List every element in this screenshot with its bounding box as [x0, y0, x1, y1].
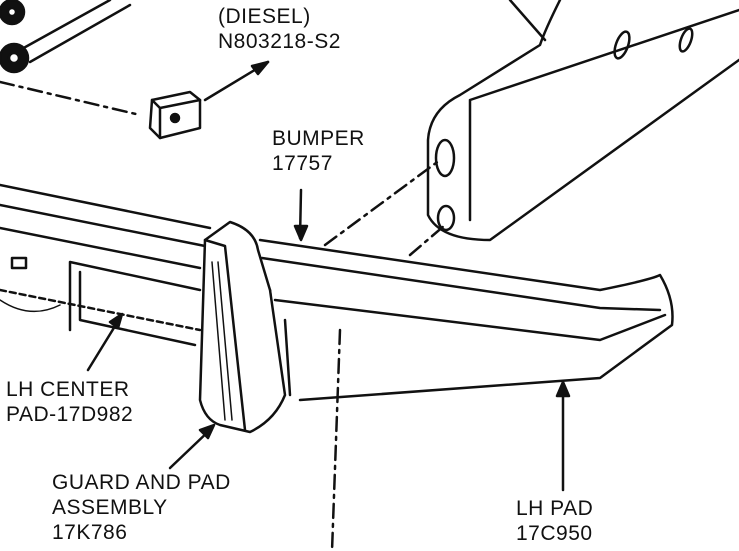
part-number: PAD-17D982: [6, 403, 134, 426]
label-line: (DIESEL): [218, 5, 311, 28]
part-number: N803218-S2: [218, 30, 341, 53]
bumper: [0, 183, 674, 402]
guard-and-pad-label: GUARD AND PAD ASSEMBLY 17K786: [52, 470, 231, 545]
label-line: BUMPER: [272, 127, 365, 150]
label-line: ASSEMBLY: [52, 496, 168, 519]
label-line: LH PAD: [516, 497, 594, 520]
part-number: 17757: [272, 152, 333, 175]
lh-center-pad-label: LH CENTER PAD-17D982: [6, 377, 133, 427]
diesel-nut-label: (DIESEL) N803218-S2: [218, 4, 341, 54]
bolt-assembly: [0, 0, 142, 117]
diesel-nut: [148, 60, 270, 140]
guard-and-pad: [198, 220, 287, 434]
label-line: GUARD AND PAD: [52, 471, 231, 494]
part-number: 17C950: [516, 522, 593, 545]
frame-bracket: [323, 0, 739, 257]
bumper-label: BUMPER 17757: [272, 126, 365, 176]
lh-pad-label: LH PAD 17C950: [516, 496, 593, 546]
label-line: LH CENTER: [6, 378, 130, 401]
part-number: 17K786: [52, 521, 128, 544]
